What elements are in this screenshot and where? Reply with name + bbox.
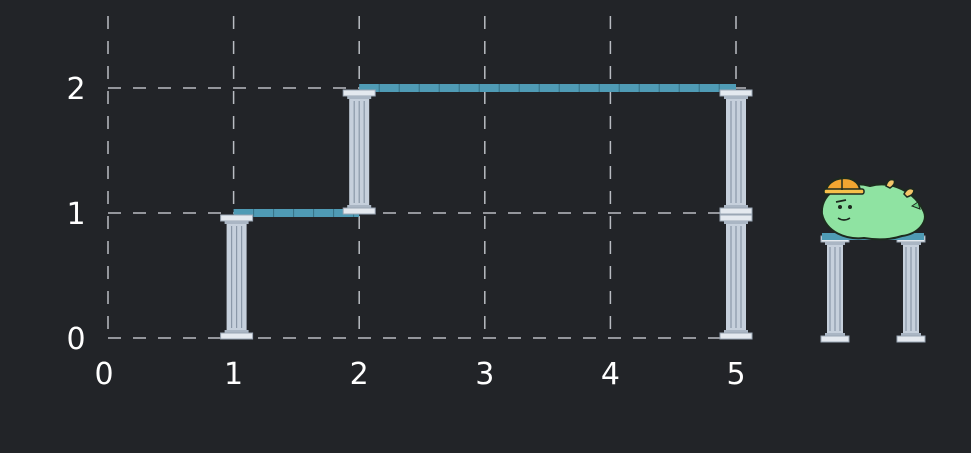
x-axis-ticks: 0 1 2 3 4 5 <box>94 357 745 392</box>
pillar-plinth <box>724 330 748 333</box>
pillar-neck <box>724 221 748 224</box>
x-tick-0: 0 <box>94 357 113 392</box>
pillar-neck <box>901 242 921 245</box>
dinosaur-body-shape <box>820 183 926 241</box>
pillar-0 <box>220 214 254 340</box>
pillar-neck <box>347 96 372 99</box>
pillar-1 <box>342 89 376 215</box>
hard-hat-brim <box>823 188 865 195</box>
pillar-base <box>220 332 254 340</box>
pillar-plinth <box>825 333 845 336</box>
beam-body <box>359 84 736 92</box>
pillar-3 <box>719 89 753 215</box>
horn-icon <box>885 178 896 189</box>
pillar-neck <box>224 221 249 224</box>
beam-body <box>233 209 360 217</box>
grid-lines <box>107 16 748 339</box>
horn-icon <box>903 187 915 198</box>
y-axis-ticks: 0 1 2 <box>66 72 85 357</box>
beams <box>233 84 736 217</box>
x-tick-2: 2 <box>350 357 369 392</box>
mascot-pillars <box>820 235 926 343</box>
dinosaur-body <box>820 178 926 241</box>
pillar-base <box>896 335 926 343</box>
pillar-plinth <box>724 205 748 208</box>
pillar-plinth <box>224 330 249 333</box>
pillar-capital <box>220 214 254 222</box>
eye <box>848 205 852 209</box>
pillar-base <box>719 332 753 340</box>
pillars <box>220 89 753 340</box>
pillar-plinth <box>347 205 372 208</box>
mouth <box>837 217 851 221</box>
x-tick-4: 4 <box>601 357 620 392</box>
beam-1 <box>359 84 736 92</box>
mascot-pillar-right <box>896 235 926 343</box>
spike-icon <box>910 201 921 210</box>
y-tick-0: 0 <box>66 322 85 357</box>
pillar-neck <box>825 242 845 245</box>
mascot-dinosaur-icon <box>820 176 926 343</box>
pillar-capital <box>719 89 753 97</box>
pillar-base <box>342 207 376 215</box>
y-tick-1: 1 <box>66 197 85 232</box>
pillar-capital <box>719 214 753 222</box>
pillar-neck <box>724 96 748 99</box>
y-tick-2: 2 <box>66 72 85 107</box>
x-tick-3: 3 <box>475 357 494 392</box>
hard-hat-icon <box>823 176 865 195</box>
pillar-capital <box>342 89 376 97</box>
pillar-base <box>820 335 850 343</box>
pillar-plinth <box>901 333 921 336</box>
x-tick-5: 5 <box>726 357 745 392</box>
pillar-2 <box>719 214 753 340</box>
x-tick-1: 1 <box>224 357 243 392</box>
mascot-pillar-left <box>820 235 850 343</box>
eye <box>838 205 842 209</box>
pillar-base <box>719 207 753 215</box>
eyebrow <box>835 199 847 203</box>
